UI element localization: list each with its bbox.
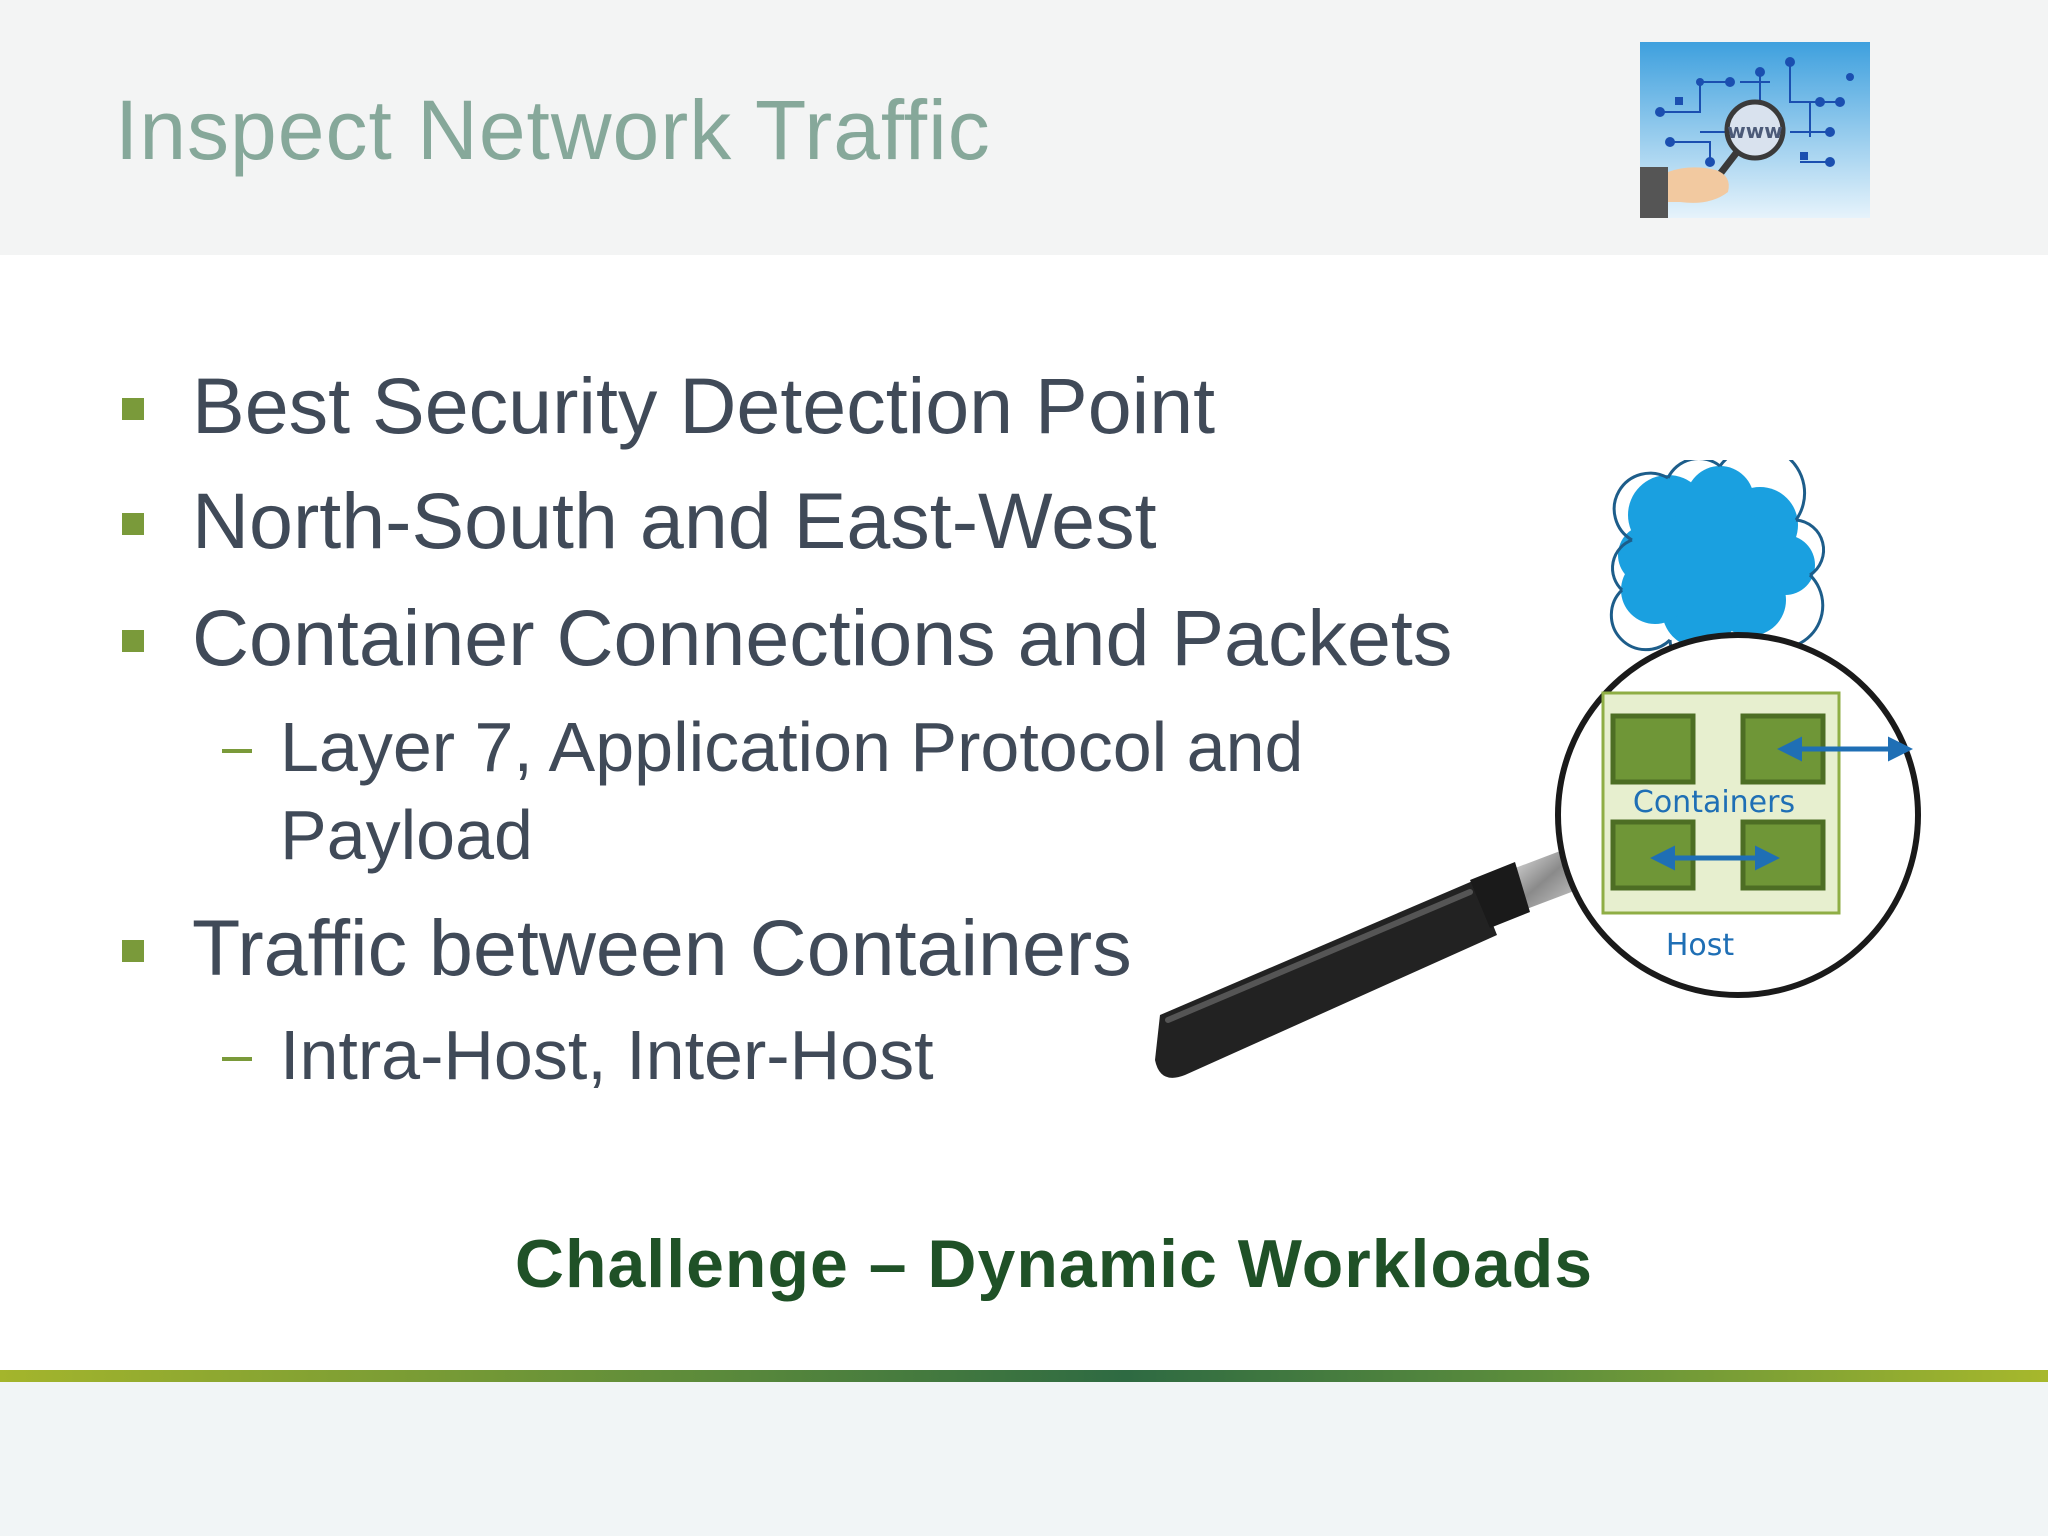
- sub-bullet-dash: [222, 749, 252, 753]
- challenge-heading: Challenge – Dynamic Workloads: [514, 1226, 1594, 1302]
- bullet-marker: [122, 940, 144, 962]
- bullet-text: Container Connections and Packets: [192, 593, 1453, 682]
- cloud-icon: [1609, 460, 1826, 680]
- bullet-text: Best Security Detection Point: [192, 361, 1216, 450]
- bullet-marker: [122, 630, 144, 652]
- sub-bullet-text: Layer 7, Application Protocol and: [280, 708, 1304, 786]
- www-badge: www: [1727, 119, 1782, 143]
- magnifying-glass-illustration: Containers Host: [1155, 460, 1921, 1078]
- bullet-text: Traffic between Containers: [192, 903, 1132, 992]
- magnifier-web-icon: www: [1640, 42, 1870, 218]
- container-box: [1610, 819, 1696, 891]
- container-box: [1740, 819, 1826, 891]
- bullet-marker: [122, 398, 144, 420]
- sub-bullet-text-continued: Payload: [280, 796, 533, 874]
- bullet-text: North-South and East-West: [192, 476, 1157, 565]
- bullet-marker: [122, 513, 144, 535]
- sub-bullet-dash: [222, 1057, 252, 1061]
- slide-footer: [0, 1382, 2048, 1536]
- slide-title: Inspect Network Traffic: [115, 83, 991, 177]
- host-label: Host: [1666, 928, 1735, 963]
- container-box: [1610, 713, 1696, 785]
- containers-label: Containers: [1633, 785, 1795, 820]
- sub-bullet-text: Intra-Host, Inter-Host: [280, 1016, 934, 1094]
- footer-divider: [0, 1370, 2048, 1382]
